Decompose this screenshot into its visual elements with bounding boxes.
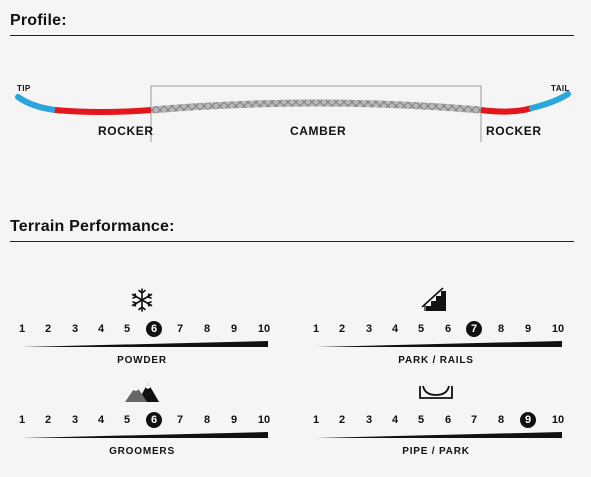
scale-number: 1 (312, 414, 320, 426)
terrain-label: POWDER (117, 355, 167, 366)
scale-number: 3 (365, 414, 373, 426)
terrain-powder: 1 2 3 4 5 6 7 8 9 10 POWDER (16, 287, 270, 366)
tip-label: TIP (17, 84, 31, 93)
scale-number: 2 (338, 323, 346, 335)
scale-number: 8 (497, 414, 505, 426)
camber-label: CAMBER (290, 124, 347, 138)
camber-bracket (150, 85, 482, 142)
rating-wedge (316, 341, 562, 347)
stairs-rail-icon (421, 287, 446, 311)
scale-number: 1 (312, 323, 320, 335)
rating-selected-marker: 9 (520, 412, 536, 428)
scale-number: 9 (230, 323, 238, 335)
rating-scale: 1 2 3 4 5 6 7 8 9 10 (16, 412, 270, 428)
rocker-right-segment (480, 105, 533, 115)
scale-number: 5 (417, 323, 425, 335)
scale-number: 4 (391, 323, 399, 335)
profile-title: Profile: (10, 12, 67, 29)
rating-selected-marker: 6 (146, 412, 162, 428)
terrain-groomers: 1 2 3 4 5 6 7 8 9 10 GROOMERS (16, 378, 270, 457)
scale-number: 4 (391, 414, 399, 426)
board-profile-diagram (15, 85, 571, 142)
scale-number: 2 (44, 323, 52, 335)
scale-number: 7 (470, 414, 478, 426)
halfpipe-icon (419, 385, 453, 399)
rocker-left-segment (54, 107, 152, 115)
scale-number: 6 (444, 414, 452, 426)
scale-number: 10 (551, 323, 565, 335)
mountains-icon (125, 383, 159, 402)
scale-number: 8 (497, 323, 505, 335)
scale-number: 4 (97, 323, 105, 335)
rocker-right-label: ROCKER (486, 124, 542, 138)
scale-number: 3 (71, 323, 79, 335)
rating-wedge (316, 432, 562, 438)
scale-number: 8 (203, 323, 211, 335)
rating-scale: 1 2 3 4 5 6 7 8 9 10 (310, 321, 564, 337)
scale-number: 7 (176, 414, 184, 426)
scale-number: 9 (230, 414, 238, 426)
terrain-pipe-park: 1 2 3 4 5 6 7 8 9 10 PIPE / PARK (310, 378, 564, 457)
rating-selected-marker: 6 (146, 321, 162, 337)
camber-segment (150, 99, 482, 114)
scale-number: 6 (444, 323, 452, 335)
tip-segment (15, 94, 58, 113)
scale-number: 1 (18, 323, 26, 335)
terrain-divider (10, 241, 574, 242)
terrain-label: PIPE / PARK (402, 446, 470, 457)
scale-number: 5 (123, 414, 131, 426)
terrain-park-rails: 1 2 3 4 5 6 7 8 9 10 PARK / RAILS (310, 287, 564, 366)
scale-number: 8 (203, 414, 211, 426)
terrain-title: Terrain Performance: (10, 218, 175, 235)
terrain-label: GROOMERS (109, 446, 175, 457)
rating-selected-marker: 7 (466, 321, 482, 337)
scale-number: 2 (338, 414, 346, 426)
scale-number: 1 (18, 414, 26, 426)
rating-wedge (22, 341, 268, 347)
profile-divider (10, 35, 574, 36)
scale-number: 5 (417, 414, 425, 426)
rating-wedge (22, 432, 268, 438)
tail-segment (529, 91, 571, 111)
scale-number: 7 (176, 323, 184, 335)
scale-number: 4 (97, 414, 105, 426)
tail-label: TAIL (551, 84, 570, 93)
scale-number: 10 (551, 414, 565, 426)
scale-number: 2 (44, 414, 52, 426)
scale-number: 3 (71, 414, 79, 426)
rating-scale: 1 2 3 4 5 6 7 8 9 10 (310, 412, 564, 428)
scale-number: 10 (257, 414, 271, 426)
snowflake-icon (131, 288, 153, 312)
rating-scale: 1 2 3 4 5 6 7 8 9 10 (16, 321, 270, 337)
scale-number: 10 (257, 323, 271, 335)
scale-number: 3 (365, 323, 373, 335)
scale-number: 9 (524, 323, 532, 335)
terrain-label: PARK / RAILS (398, 355, 474, 366)
rocker-left-label: ROCKER (98, 124, 154, 138)
scale-number: 5 (123, 323, 131, 335)
